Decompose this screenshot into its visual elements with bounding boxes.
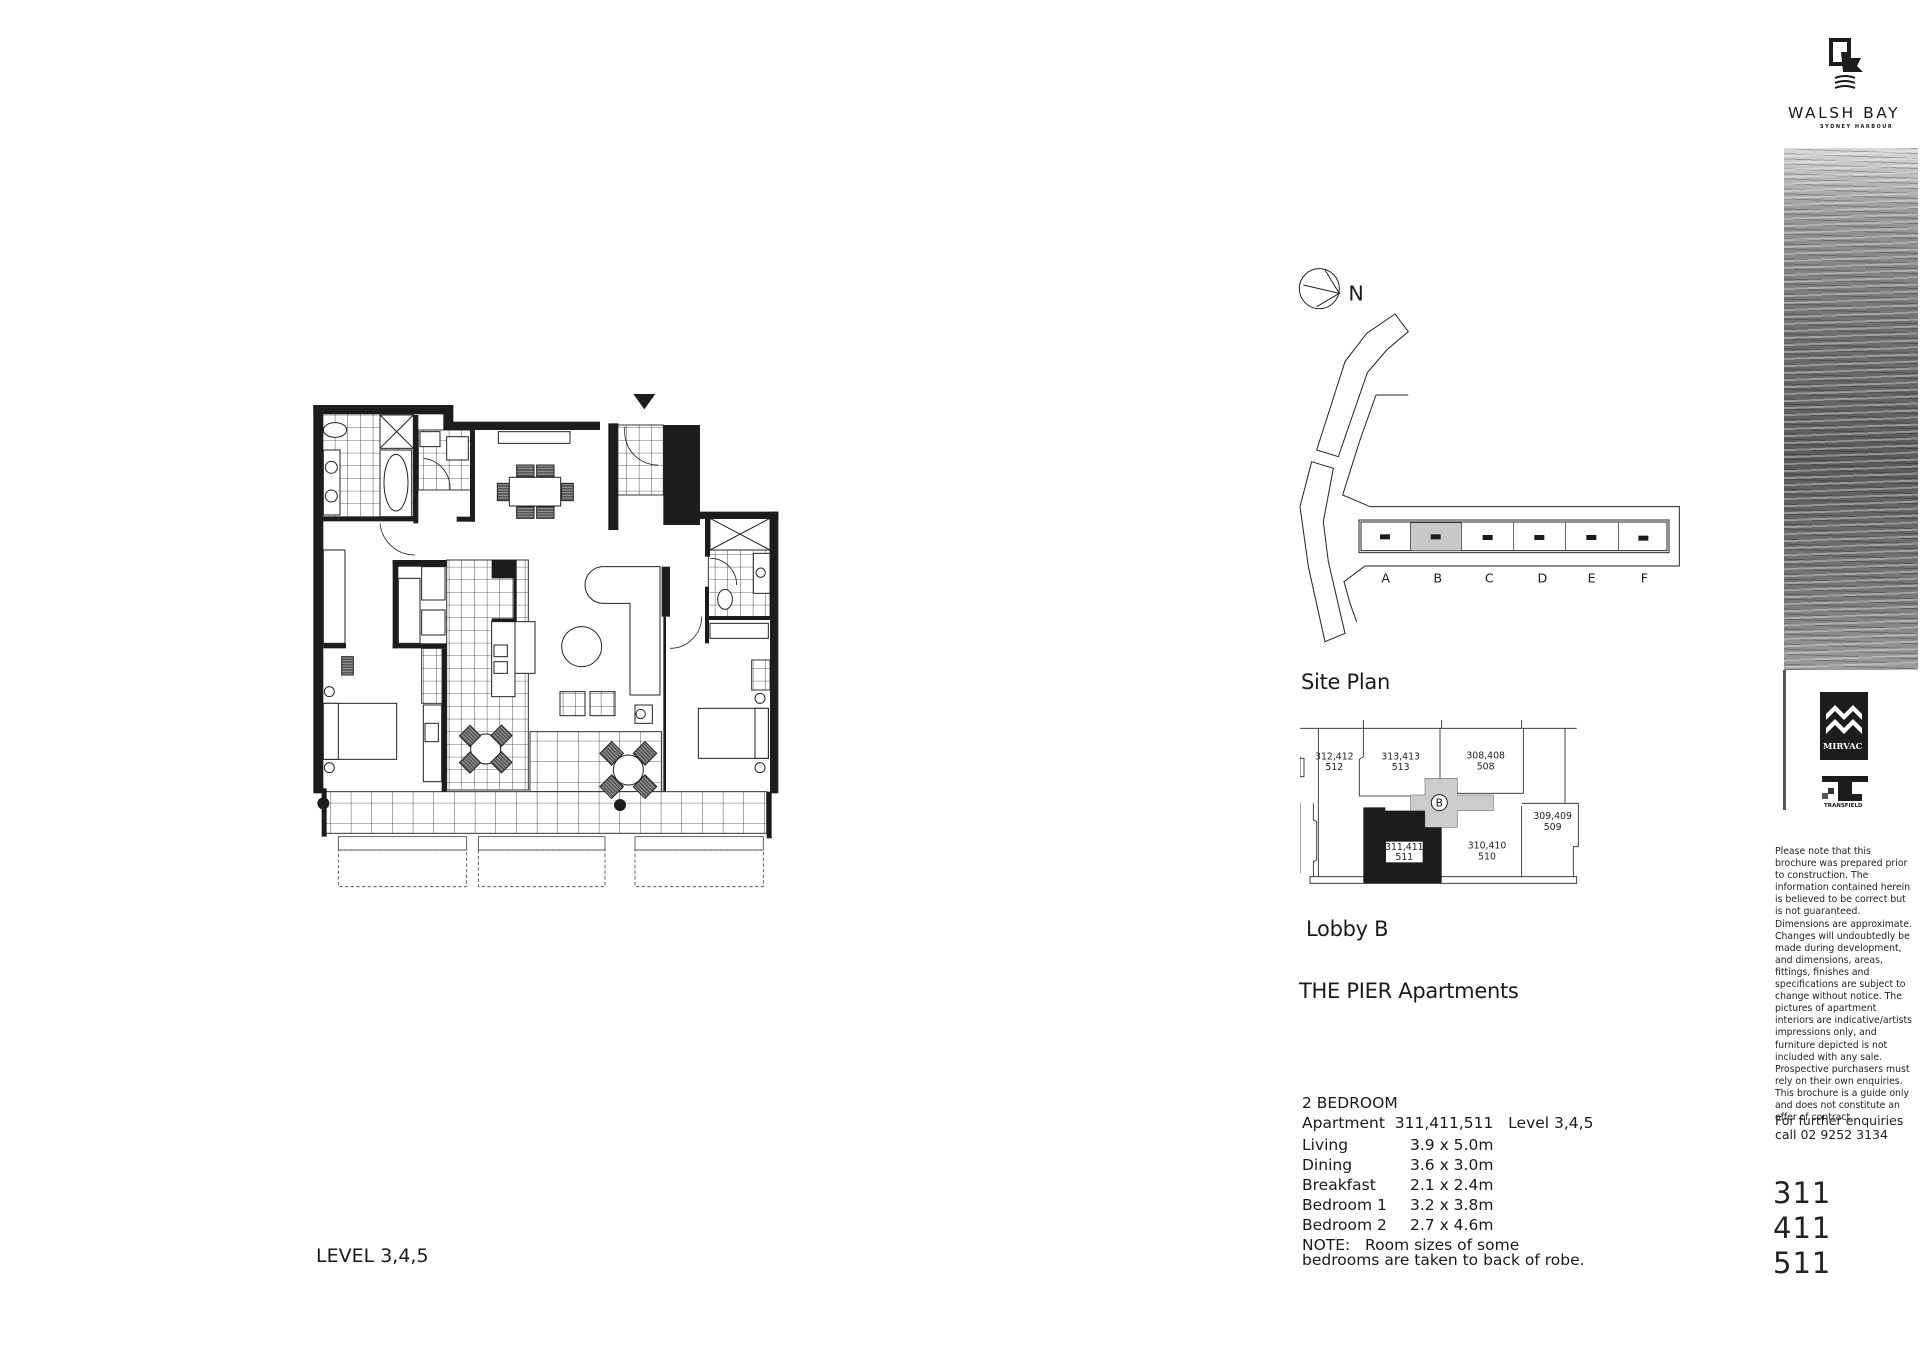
lobby-label-f: F <box>1641 571 1648 586</box>
fixtures <box>322 414 771 610</box>
unit-label: 509 <box>1544 822 1562 833</box>
room-name: Bedroom 1 <box>1302 1196 1387 1214</box>
unit-label: 508 <box>1477 761 1495 772</box>
coffee-table <box>561 626 603 668</box>
unit-label: 312,412 <box>1315 751 1354 762</box>
room-size: 3.2 x 3.8m <box>1410 1196 1494 1214</box>
north-label: N <box>1348 282 1363 306</box>
cooktop-icon <box>421 609 446 636</box>
unit-label: 510 <box>1478 851 1496 862</box>
enquiries-phone: call 02 9252 3134 <box>1775 1127 1888 1142</box>
sofa <box>584 566 661 696</box>
unit-label: 313,413 <box>1381 751 1420 762</box>
apartment-line: Apartment 311,411,511 Level 3,4,5 <box>1302 1114 1594 1132</box>
apartment-type: 2 BEDROOM <box>1302 1094 1398 1112</box>
balcony-table <box>599 740 658 800</box>
lobby-label-e: E <box>1588 571 1596 586</box>
lobby-markers <box>1380 534 1649 541</box>
dining-table <box>508 476 562 507</box>
lobby-marker: B <box>1436 797 1443 810</box>
walsh-bay-emblem-icon <box>1829 38 1863 89</box>
unit-number: 511 <box>1773 1246 1832 1280</box>
walls <box>313 405 779 839</box>
divider <box>1783 670 1786 810</box>
site-plan-title: Site Plan <box>1301 670 1390 694</box>
harbour-water-image <box>1784 148 1918 670</box>
brand-subtitle: SYDNEY HARBOUR <box>1820 124 1894 130</box>
unit-label: 308,408 <box>1466 750 1505 761</box>
disclaimer-text: Please note that this brochure was prepa… <box>1775 846 1912 1124</box>
enquiries-line-1: For further enquiries <box>1775 1113 1904 1128</box>
lobby-label-d: D <box>1537 571 1547 586</box>
doors <box>379 426 738 649</box>
planters <box>337 836 764 888</box>
apartment-specs: 2 BEDROOM Apartment 311,411,511 Level 3,… <box>1302 1093 1602 1283</box>
lobby-core <box>1410 778 1494 828</box>
transfield-emblem-icon <box>1822 776 1868 801</box>
north-compass-icon <box>1298 268 1341 310</box>
unit-label: 513 <box>1392 762 1410 773</box>
entry-arrow-icon <box>633 394 656 410</box>
breakfast-table <box>458 724 513 774</box>
room-size: 3.9 x 5.0m <box>1410 1136 1494 1154</box>
room-size: 2.7 x 4.6m <box>1410 1216 1494 1234</box>
transfield-label: TRANSFIELD <box>1824 803 1863 809</box>
building-title: THE PIER Apartments <box>1299 979 1519 1003</box>
lobby-label-a: A <box>1381 571 1390 586</box>
unit-label: 311,411 <box>1385 842 1424 853</box>
room-size: 3.6 x 3.0m <box>1410 1156 1494 1174</box>
transfield-logo: TRANSFIELD <box>1820 776 1880 812</box>
furniture <box>322 464 769 800</box>
lobby-plan: B 312,412 512 313,413 513 308,408 508 30… <box>1300 720 1579 884</box>
room-name: Breakfast <box>1302 1176 1376 1194</box>
unit-label: 309,409 <box>1533 811 1572 822</box>
mirvac-waves-icon <box>1826 705 1862 734</box>
unit-label: 511 <box>1395 852 1413 863</box>
room-name: Living <box>1302 1136 1349 1154</box>
bathtub-icon <box>383 453 409 512</box>
mirvac-logo: MIRVAC <box>1820 692 1868 760</box>
enquiries: For further enquiries call 02 9252 3134 <box>1775 1114 1903 1142</box>
level-label: LEVEL 3,4,5 <box>316 1245 429 1267</box>
unit-label: 512 <box>1325 762 1343 773</box>
site-plan: N A B C D E F <box>1298 268 1680 643</box>
toilet-icon <box>322 422 348 438</box>
lobby-label-b: B <box>1433 571 1442 586</box>
lobby-plan-title: Lobby B <box>1306 917 1389 941</box>
unit-number: 311 <box>1773 1176 1832 1210</box>
unit-label: 310,410 <box>1468 841 1507 852</box>
unit-number: 411 <box>1773 1211 1832 1245</box>
room-name: Bedroom 2 <box>1302 1216 1387 1234</box>
room-name: Dining <box>1302 1156 1353 1174</box>
note-line-1: NOTE: Room sizes of some <box>1302 1236 1520 1254</box>
walsh-bay-logo: WALSH BAY SYDNEY HARBOUR <box>1780 36 1920 136</box>
room-size: 2.1 x 2.4m <box>1410 1176 1494 1194</box>
apartment-floor-plan <box>313 394 779 888</box>
note-line-2: bedrooms are taken to back of robe. <box>1302 1251 1585 1269</box>
lobby-label-c: C <box>1485 571 1494 586</box>
brand-name: WALSH BAY <box>1788 104 1901 122</box>
mirvac-label: MIRVAC <box>1823 742 1863 752</box>
